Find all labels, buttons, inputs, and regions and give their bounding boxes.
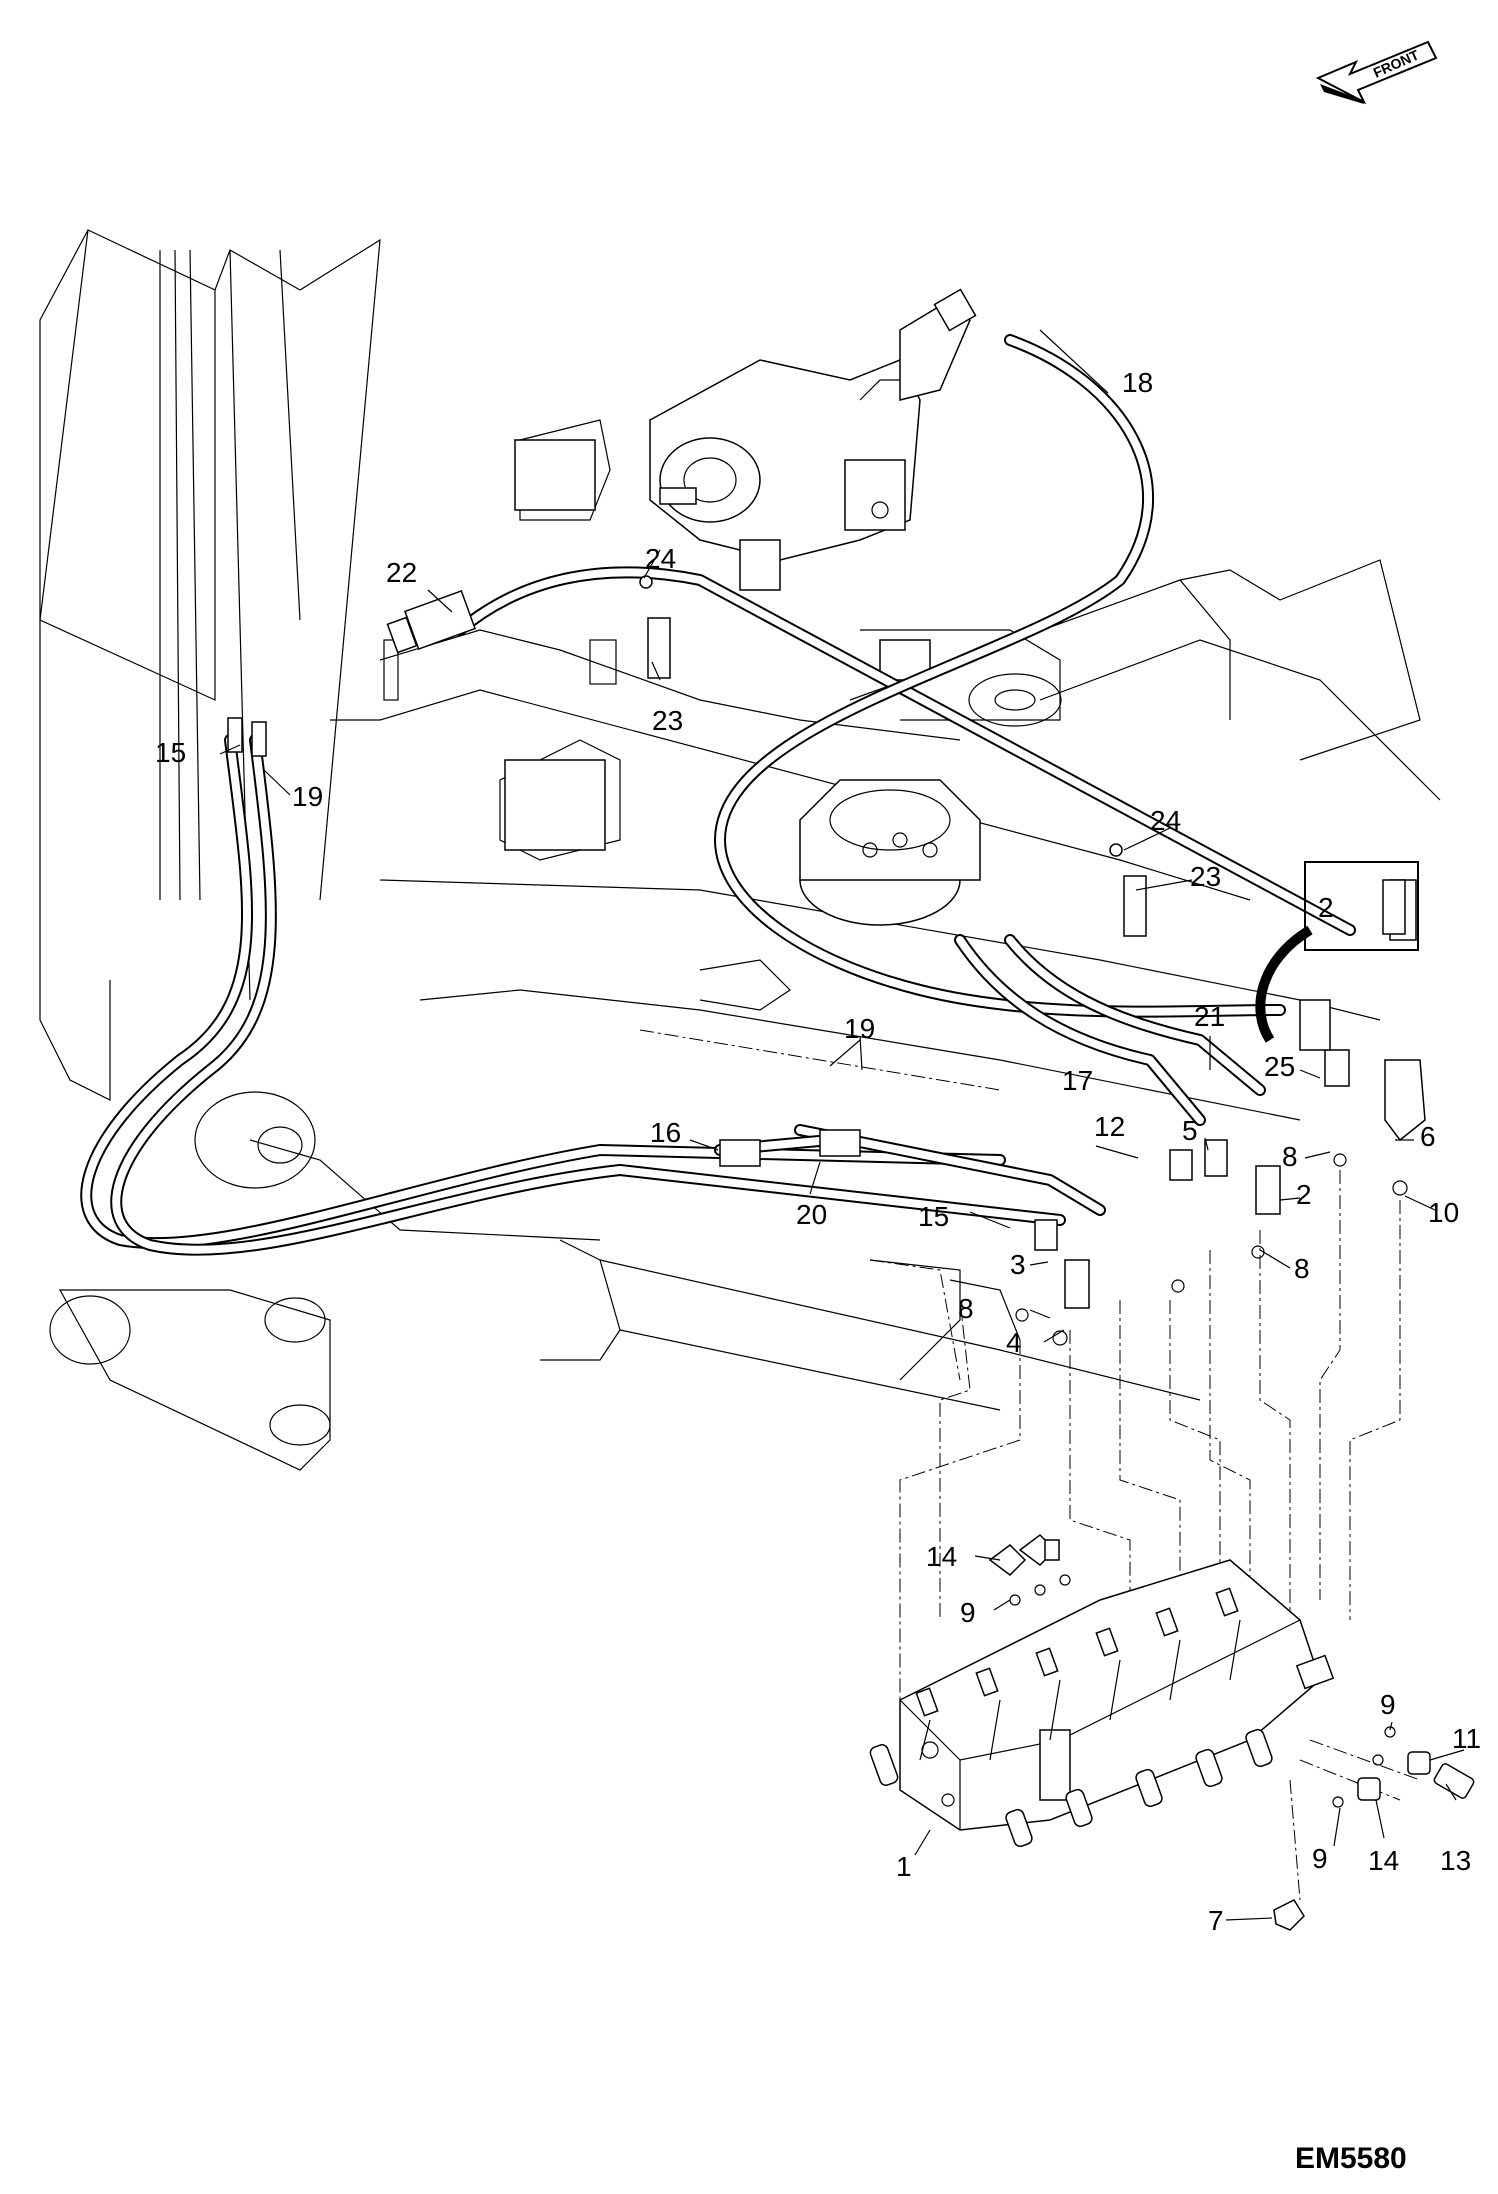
phantom-lines xyxy=(639,1029,1421,1901)
callout-3: 3 xyxy=(1010,1249,1026,1280)
swing-motor xyxy=(799,779,981,926)
callout-24-top: 24 xyxy=(645,543,676,574)
callout-4: 4 xyxy=(1006,1327,1022,1358)
callout-8-lower: 8 xyxy=(1294,1253,1310,1284)
spool-caps xyxy=(869,1728,1273,1848)
callout-19-top: 19 xyxy=(292,781,323,812)
fittings xyxy=(227,589,1426,1346)
callout-8-right: 8 xyxy=(1282,1141,1298,1172)
callout-15-mid: 15 xyxy=(918,1201,949,1232)
front-arrow-icon: FRONT xyxy=(1315,40,1438,105)
callout-9-top: 9 xyxy=(960,1597,976,1628)
callout-5: 5 xyxy=(1182,1115,1198,1146)
callout-22: 22 xyxy=(386,557,417,588)
hose-assemblies xyxy=(80,334,1356,1256)
callout-9-lower: 9 xyxy=(1312,1843,1328,1874)
callout-labels: 18 24 22 23 15 19 24 23 2 21 19 25 17 6 … xyxy=(155,367,1481,1936)
callout-18: 18 xyxy=(1122,367,1153,398)
callout-20: 20 xyxy=(796,1199,827,1230)
callout-7: 7 xyxy=(1208,1905,1224,1936)
callout-14-lower: 14 xyxy=(1368,1845,1399,1876)
callout-19-mid: 19 xyxy=(844,1013,875,1044)
callout-23-mid: 23 xyxy=(1190,861,1221,892)
callout-2: 2 xyxy=(1296,1179,1312,1210)
callout-8-left: 8 xyxy=(958,1293,974,1324)
callout-10: 10 xyxy=(1428,1197,1459,1228)
callout-23-top: 23 xyxy=(652,705,683,736)
callout-11: 11 xyxy=(1452,1723,1481,1754)
control-valve xyxy=(869,1559,1335,1848)
figure-code: EM5580 xyxy=(1295,2142,1407,2175)
valve-accessories xyxy=(988,1534,1475,1931)
leader-lines xyxy=(219,329,1465,1921)
inset-part-2 xyxy=(1304,861,1419,951)
callout-2-inset: 2 xyxy=(1318,892,1334,923)
valve-ports xyxy=(915,1587,1335,1717)
callout-6: 6 xyxy=(1420,1121,1436,1152)
callout-21: 21 xyxy=(1194,1001,1225,1032)
callout-14-top: 14 xyxy=(926,1541,957,1572)
callout-17: 17 xyxy=(1062,1065,1093,1096)
hydraulic-pump xyxy=(649,288,977,591)
callout-12: 12 xyxy=(1094,1111,1125,1142)
callout-24-mid: 24 xyxy=(1150,805,1181,836)
callout-16: 16 xyxy=(650,1117,681,1148)
clamps xyxy=(639,575,1147,937)
front-label: FRONT xyxy=(1371,46,1422,80)
boom-structure xyxy=(39,229,381,1471)
callout-13: 13 xyxy=(1440,1845,1471,1876)
callout-25: 25 xyxy=(1264,1051,1295,1082)
callout-15-top: 15 xyxy=(155,737,186,768)
callout-1: 1 xyxy=(896,1851,912,1882)
solenoid-blocks xyxy=(504,439,931,851)
callout-9-right: 9 xyxy=(1380,1689,1396,1720)
